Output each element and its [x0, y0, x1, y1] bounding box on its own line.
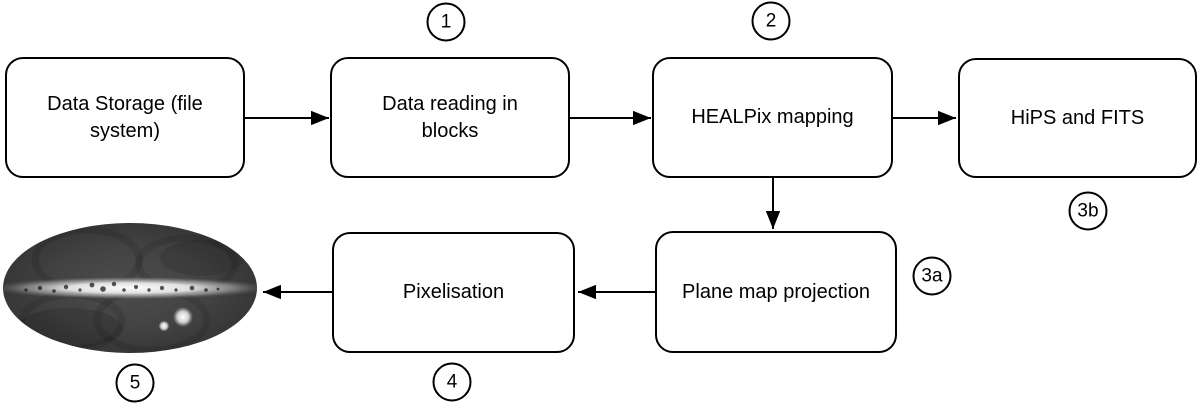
step-badge-4: 4 — [432, 362, 472, 402]
sky-map-image — [3, 223, 257, 353]
bright-spot-small — [158, 320, 170, 332]
node-data-storage: Data Storage (file system) — [5, 57, 245, 178]
step-badge-3b-label: 3b — [1077, 200, 1099, 221]
node-hips-fits: HiPS and FITS — [958, 58, 1197, 178]
bright-spot-large — [173, 307, 193, 327]
node-pixelisation-label: Pixelisation — [402, 281, 505, 303]
step-badge-3a: 3a — [912, 256, 952, 296]
step-badge-1: 1 — [426, 2, 466, 42]
node-pixelisation: Pixelisation — [332, 232, 575, 353]
node-data-storage-label: Data Storage (file system) — [47, 92, 203, 142]
node-hips-fits-label: HiPS and FITS — [1010, 106, 1145, 129]
step-badge-5-label: 5 — [129, 372, 141, 393]
step-badge-5: 5 — [115, 363, 155, 403]
step-badge-3a-label: 3a — [921, 265, 943, 286]
node-healpix-mapping-label: HEALPix mapping — [691, 106, 854, 128]
step-badge-1-label: 1 — [440, 11, 452, 32]
node-plane-map-projection: Plane map projection — [655, 231, 897, 353]
step-badge-4-label: 4 — [446, 371, 458, 392]
node-plane-map-projection-label: Plane map projection — [682, 280, 870, 303]
step-badge-2-label: 2 — [765, 10, 777, 31]
step-badge-3b: 3b — [1068, 191, 1108, 231]
node-healpix-mapping: HEALPix mapping — [652, 57, 893, 178]
node-data-reading-label: Data reading in blocks — [382, 92, 518, 142]
step-badge-2: 2 — [751, 1, 791, 41]
node-data-reading: Data reading in blocks — [330, 57, 570, 178]
